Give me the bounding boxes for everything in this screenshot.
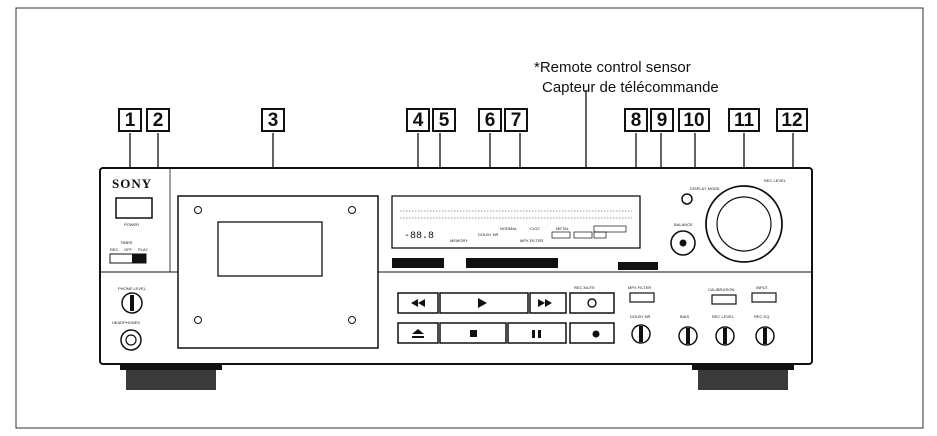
calibration-label: CALIBRATION (708, 287, 734, 292)
transport-glyphs (411, 298, 600, 338)
input-label: INPUT (756, 285, 769, 290)
callout-7: 7 (504, 108, 528, 132)
rec-level-small-label: REC LEVEL (712, 314, 735, 319)
input-button[interactable] (751, 292, 777, 303)
callout-11: 11 (728, 108, 760, 132)
display-mode-button[interactable] (681, 193, 693, 205)
power-button[interactable] (115, 197, 153, 219)
pause-button[interactable] (507, 322, 567, 344)
timer-label: TIMER (120, 240, 133, 245)
timer-play-label: PLAY (138, 247, 148, 252)
rec-level-label: REC LEVEL (764, 178, 787, 183)
metal-indicator: METAL (556, 226, 570, 231)
phone-level-label: PHONE LEVEL (118, 286, 147, 291)
balance-label: BALANCE (674, 222, 693, 227)
tape-select-bar[interactable] (466, 258, 558, 268)
rec-mute-label: REC MUTE (574, 285, 595, 290)
callout-9: 9 (650, 108, 674, 132)
display-mode-label: DISPLAY MODE (690, 186, 720, 191)
display-window (391, 195, 641, 249)
record-button[interactable] (569, 322, 615, 344)
sensor-note-english: *Remote control sensor (534, 60, 691, 75)
cassette-compartment[interactable] (177, 195, 379, 349)
transport-buttons (397, 292, 615, 344)
callout-3: 3 (261, 108, 285, 132)
callout-10: 10 (678, 108, 710, 132)
rec-mute-button[interactable] (569, 292, 615, 314)
sensor-note-french: Capteur de télécommande (542, 79, 719, 96)
bias-label: BIAS (680, 314, 689, 319)
dolby-indicator: DOLBY NR (478, 232, 498, 237)
sensor-asterisk: * (534, 59, 540, 76)
counter-display: -88.8 (404, 231, 434, 242)
mpx-filter-label: MPX FILTER (628, 285, 651, 290)
mpx-indicator: MPX FILTER (520, 238, 543, 243)
callout-4: 4 (406, 108, 430, 132)
power-label: POWER (124, 222, 139, 227)
memory-indicator: MEMORY (450, 238, 468, 243)
brand-logo: SONY (112, 176, 152, 191)
callout-2: 2 (146, 108, 170, 132)
display-mode-bar[interactable] (618, 262, 658, 270)
dolby-nr-knob-label: DOLBY NR (630, 314, 650, 319)
callout-12: 12 (776, 108, 808, 132)
figure-frame (15, 7, 924, 429)
callout-8: 8 (624, 108, 648, 132)
callout-1: 1 (118, 108, 142, 132)
calibration-button[interactable] (711, 294, 737, 305)
timer-off-label: OFF (124, 247, 133, 252)
callout-6: 6 (478, 108, 502, 132)
sensor-english-text: Remote control sensor (539, 59, 691, 76)
headphones-label: HEADPHONES (112, 320, 140, 325)
timer-rec-label: REC (110, 247, 119, 252)
counter-reset-button[interactable] (392, 258, 444, 268)
cro2-indicator: CrO2 (530, 226, 540, 231)
rec-eq-label: REC EQ (754, 314, 769, 319)
callout-5: 5 (432, 108, 456, 132)
normal-indicator: NORMAL (500, 226, 518, 231)
mpx-filter-button[interactable] (629, 292, 655, 303)
